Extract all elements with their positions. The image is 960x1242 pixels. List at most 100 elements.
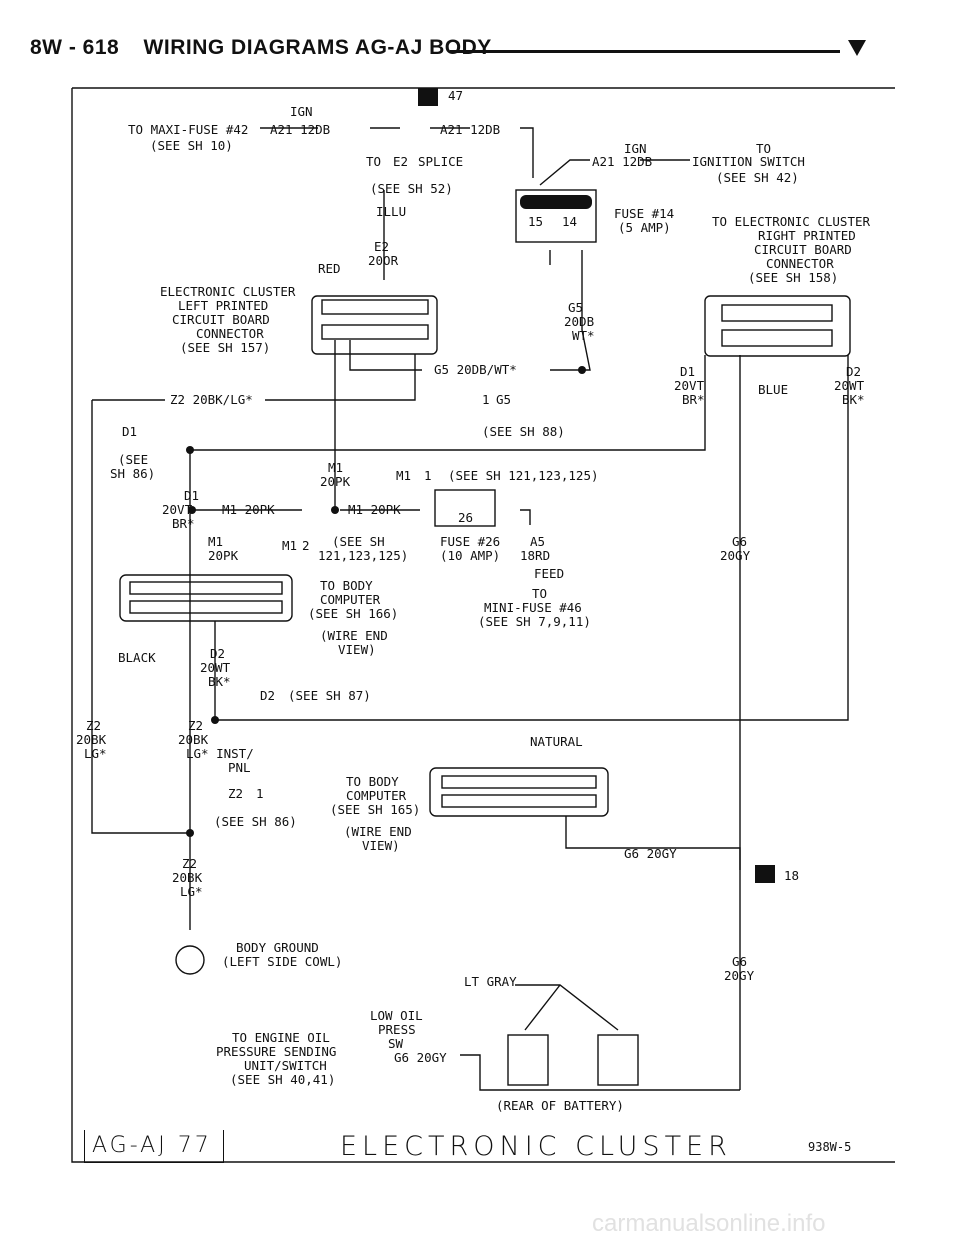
right-pcb-row2 (721, 329, 833, 347)
lbl-oil-to-4: (SEE SH 40,41) (230, 1072, 335, 1087)
footer-model-box (84, 1130, 224, 1163)
lbl-fuse14-a: 15 (528, 214, 543, 229)
lbl-to-e2: TO (366, 154, 381, 169)
lbl-fuse26-amp: (10 AMP) (440, 548, 500, 563)
left-pcb-row2 (321, 324, 429, 340)
wire-d2 (215, 355, 849, 721)
lbl-d1-mid-br: BR* (172, 516, 195, 531)
wire-d1 (190, 355, 706, 451)
body-computer-166-connector (119, 574, 293, 622)
lbl-sh10: (SEE SH 10) (150, 138, 233, 153)
lbl-d2-tag: D2 (260, 688, 275, 703)
wire-a21-right (370, 127, 534, 178)
lbl-d2-right-wire: 20WT (834, 378, 865, 393)
lbl-z2-l-wire: 20BK (76, 732, 107, 747)
lbl-z2-m-pnl: PNL (228, 760, 251, 775)
lbl-z2-b: Z2 (182, 856, 197, 871)
lbl-elc-right-5: (SEE SH 158) (748, 270, 838, 285)
lbl-elc-right-4: CONNECTOR (766, 256, 834, 271)
lbl-elc-right-1: TO ELECTRONIC CLUSTER (712, 214, 871, 229)
lbl-elc-right-2: RIGHT PRINTED (758, 228, 856, 243)
right-pcb-connector (704, 295, 851, 357)
left-pcb-connector (311, 295, 438, 355)
lbl-z2-line: Z2 20BK/LG* (170, 392, 253, 407)
lbl-rear-batt: (REAR OF BATTERY) (496, 1098, 624, 1113)
lbl-bc165-1: TO BODY (346, 774, 399, 789)
lbl-oil-to-2: PRESSURE SENDING (216, 1044, 336, 1059)
wire-a21-ign (539, 159, 590, 186)
lbl-oil-2: PRESS (378, 1022, 416, 1037)
lbl-a21-ign: A21 12DB (592, 154, 652, 169)
lbl-lt-gray: LT GRAY (464, 974, 517, 989)
watermark: carmanualsonline.info (592, 1210, 826, 1237)
lbl-bc165-4: (WIRE END (344, 824, 412, 839)
lbl-m1-top-wire: 20PK (320, 474, 351, 489)
footer-code: 938W-5 (808, 1140, 852, 1154)
lbl-d2-mid: D2 (210, 646, 225, 661)
lbl-z2-m-wire: 20BK (178, 732, 209, 747)
lbl-sh86-c: (SEE SH 86) (214, 814, 297, 829)
splice-dot-d2 (211, 716, 219, 724)
lbl-sh52: (SEE SH 52) (370, 181, 453, 196)
lbl-z2-m-lg: LG* INST/ (186, 746, 254, 761)
splice-dot-d1 (186, 446, 194, 454)
connector-47-icon (418, 88, 438, 106)
lbl-feed: FEED (534, 566, 564, 581)
lbl-sh88: (SEE SH 88) (482, 424, 565, 439)
lbl-see-sh-b: (SEE SH (332, 534, 385, 549)
lbl-g6-r: G6 (732, 534, 747, 549)
lbl-sh42: (SEE SH 42) (716, 170, 799, 185)
frame-left-bottom (71, 88, 895, 1163)
lbl-m1-20pk-a: M1 20PK (222, 502, 275, 517)
lbl-oil-3: SW (388, 1036, 404, 1051)
lbl-blue: BLUE (758, 382, 788, 397)
lbl-g6-b-wire: 20GY (724, 968, 755, 983)
lbl-bc166-2: COMPUTER (320, 592, 381, 607)
lbl-e2: E2 (374, 239, 389, 254)
lbl-ref47: 47 (448, 88, 463, 103)
bc166-row1 (129, 581, 283, 595)
lbl-fuse14: FUSE #14 (614, 206, 674, 221)
lbl-a5: A5 (530, 534, 545, 549)
lbl-bc165-2: COMPUTER (346, 788, 407, 803)
lbl-sh87: (SEE SH 87) (288, 688, 371, 703)
lbl-z2-l: Z2 (86, 718, 101, 733)
lbl-elc-right-3: CIRCUIT BOARD (754, 242, 852, 257)
lbl-a5-wire: 18RD (520, 548, 550, 563)
wire-z2-left-drop (91, 400, 190, 834)
bc165-row2 (441, 794, 597, 808)
lbl-ign-switch: IGNITION SWITCH (692, 154, 805, 169)
oil-switch-sensor (597, 1034, 639, 1086)
left-pcb-row1 (321, 299, 429, 315)
lbl-g6-line: G6 20GY (624, 846, 677, 861)
connector-18-icon (755, 865, 775, 883)
lbl-d1-mid-wire: 20VT (162, 502, 193, 517)
lbl-d1-right-wire: 20VT (674, 378, 705, 393)
lbl-g5: G5 (568, 300, 583, 315)
lbl-m1-2: 2 (302, 538, 310, 553)
wire-g5-right (550, 329, 591, 371)
lbl-bc166-4: (WIRE END (320, 628, 388, 643)
splice-dot-z2 (186, 829, 194, 837)
lbl-elc-left-1: ELECTRONIC CLUSTER (160, 284, 296, 299)
lbl-m1-top: M1 (328, 460, 343, 475)
bc165-row1 (441, 775, 597, 789)
wire-a5 (520, 509, 531, 525)
wire-g5-left (349, 340, 422, 371)
page-title: WIRING DIAGRAMS AG-AJ BODY (143, 36, 492, 59)
page-header: 8W - 618 WIRING DIAGRAMS AG-AJ BODY (30, 36, 492, 60)
lbl-d1-right-br: BR* (682, 392, 705, 407)
lbl-bc165-3: (SEE SH 165) (330, 802, 420, 817)
lbl-fuse14-amp: (5 AMP) (618, 220, 671, 235)
lbl-to-mini: TO (532, 586, 547, 601)
lbl-z2-m: Z2 (188, 718, 203, 733)
lbl-z2-1: 1 (256, 786, 264, 801)
lt-gray-pointer (515, 984, 619, 1031)
lbl-m1-splice-tag: M1 (396, 468, 411, 483)
lbl-mini-fuse: MINI-FUSE #46 (484, 600, 582, 615)
splice-dot-m1 (188, 506, 196, 514)
page-number: 8W - 618 (30, 36, 120, 59)
lbl-d1-tag: D1 (122, 424, 137, 439)
wire-g6-bc (565, 816, 741, 870)
